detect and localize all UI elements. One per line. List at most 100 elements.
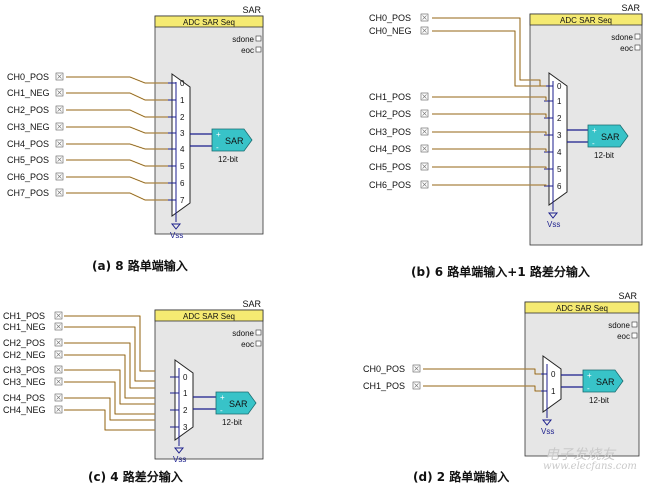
input-wire-core-a [66, 143, 168, 150]
output-label-eoc-c: eoc [241, 340, 254, 349]
block-title-c: ADC SAR Seq [183, 312, 235, 321]
output-port-icon-a [255, 35, 262, 42]
output-label-eoc-b: eoc [620, 44, 633, 53]
port-cross-icon-b [422, 15, 427, 20]
input-label-b: CH0_NEG [369, 26, 412, 36]
ground-label-c: Vss [173, 455, 186, 464]
caption-b: (b) 6 路单端输入+1 路差分输入 [411, 265, 590, 279]
port-cross-icon-d [414, 366, 419, 371]
sar-resolution-b: 12-bit [594, 151, 615, 160]
mux-pin-1-b: 1 [557, 97, 562, 106]
caption-d: (d) 2 路单端输入 [413, 470, 510, 484]
output-port-icon-b [634, 33, 641, 40]
port-cross-icon-a [57, 124, 62, 129]
port-cross-icon-a [57, 107, 62, 112]
input-wire-b [432, 166, 547, 169]
port-cross-icon-c [56, 395, 61, 400]
output-label-eoc-d: eoc [617, 332, 630, 341]
mux-pin-0-d: 0 [551, 370, 556, 379]
input-wire-b [432, 148, 547, 152]
input-wire-a [66, 76, 168, 84]
input-wire-a [66, 192, 168, 201]
mux-pin-3-b: 3 [557, 131, 562, 140]
input-label-c: CH2_POS [3, 338, 45, 348]
input-wire-a [66, 109, 168, 118]
input-wire-c [64, 354, 155, 399]
input-label-b: CH0_POS [369, 13, 411, 23]
input-label-c: CH1_NEG [3, 322, 46, 332]
ground-icon-c [173, 447, 185, 454]
port-cross-icon-a [57, 157, 62, 162]
port-cross-icon-a [57, 141, 62, 146]
input-label-a: CH1_NEG [7, 88, 50, 98]
mux-pin-1-c: 1 [183, 389, 188, 398]
mux-pin-6-a: 6 [180, 179, 185, 188]
input-wire-core-b [432, 96, 547, 101]
block-title-a: ADC SAR Seq [183, 18, 235, 27]
input-wire-core-c [64, 342, 155, 389]
ground-label-a: Vss [170, 231, 183, 240]
port-cross-icon-c [56, 379, 61, 384]
input-wire-c [64, 397, 155, 421]
sar-block-c [154, 309, 264, 460]
input-wire-b [432, 131, 547, 135]
input-label-c: CH4_POS [3, 393, 45, 403]
ground-icon-d [541, 419, 553, 426]
input-label-c: CH1_POS [3, 311, 45, 321]
input-label-c: CH2_NEG [3, 350, 46, 360]
mux-pin-5-a: 5 [180, 162, 185, 171]
sar-label-d: SAR [596, 377, 615, 387]
input-wire-b [432, 96, 547, 101]
input-wire-core-c [64, 326, 155, 382]
mux-pin-4-b: 4 [557, 148, 562, 157]
input-wire-a [66, 143, 168, 150]
mux-pin-6-b: 6 [557, 182, 562, 191]
input-wire-core-c [64, 315, 155, 372]
port-cross-icon-c [56, 407, 61, 412]
mux-pin-1-a: 1 [180, 96, 185, 105]
block-title-d: ADC SAR Seq [556, 304, 608, 313]
block-header-b [529, 13, 643, 26]
port-cross-icon-b [422, 28, 427, 33]
input-wire-core-c [64, 381, 155, 415]
sar-converter-c [215, 391, 257, 415]
input-wire-core-d [423, 385, 541, 392]
mux-pin-1-d: 1 [551, 387, 556, 396]
sar-converter-a [211, 128, 253, 152]
component-name-c: SAR [242, 299, 261, 309]
input-label-a: CH3_NEG [7, 122, 50, 132]
input-wire-core-a [66, 126, 168, 134]
port-cross-icon-c [56, 352, 61, 357]
port-cross-icon-b [422, 182, 427, 187]
mux-pin-3-a: 3 [180, 129, 185, 138]
output-port-icon-d [631, 332, 638, 339]
mux-pin-3-c: 3 [183, 423, 188, 432]
port-cross-icon-b [422, 164, 427, 169]
input-wire-core-a [66, 92, 168, 101]
sar-resolution-d: 12-bit [589, 396, 610, 405]
ground-label-d: Vss [541, 427, 554, 436]
input-label-c: CH3_NEG [3, 377, 46, 387]
port-cross-icon-a [57, 190, 62, 195]
block-header-c [154, 309, 264, 322]
input-label-c: CH4_NEG [3, 405, 46, 415]
input-wire-core-a [66, 159, 168, 167]
output-label-sdone-c: sdone [232, 329, 254, 338]
input-wire-d [423, 385, 541, 392]
sar-plus-d: + [587, 371, 592, 380]
input-wire-core-c [64, 409, 155, 431]
input-label-b: CH2_POS [369, 109, 411, 119]
output-port-icon-d [631, 321, 638, 328]
ground-icon-b [547, 212, 559, 219]
port-cross-icon-c [56, 367, 61, 372]
input-label-d: CH0_POS [363, 364, 405, 374]
input-wire-core-c [64, 369, 155, 405]
input-wire-core-c [64, 397, 155, 421]
port-cross-icon-c [56, 313, 61, 318]
output-label-sdone-b: sdone [611, 33, 633, 42]
input-label-a: CH6_POS [7, 172, 49, 182]
input-wire-core-a [66, 176, 168, 184]
input-wire-core-d [423, 368, 541, 375]
output-port-icon-b [634, 44, 641, 51]
